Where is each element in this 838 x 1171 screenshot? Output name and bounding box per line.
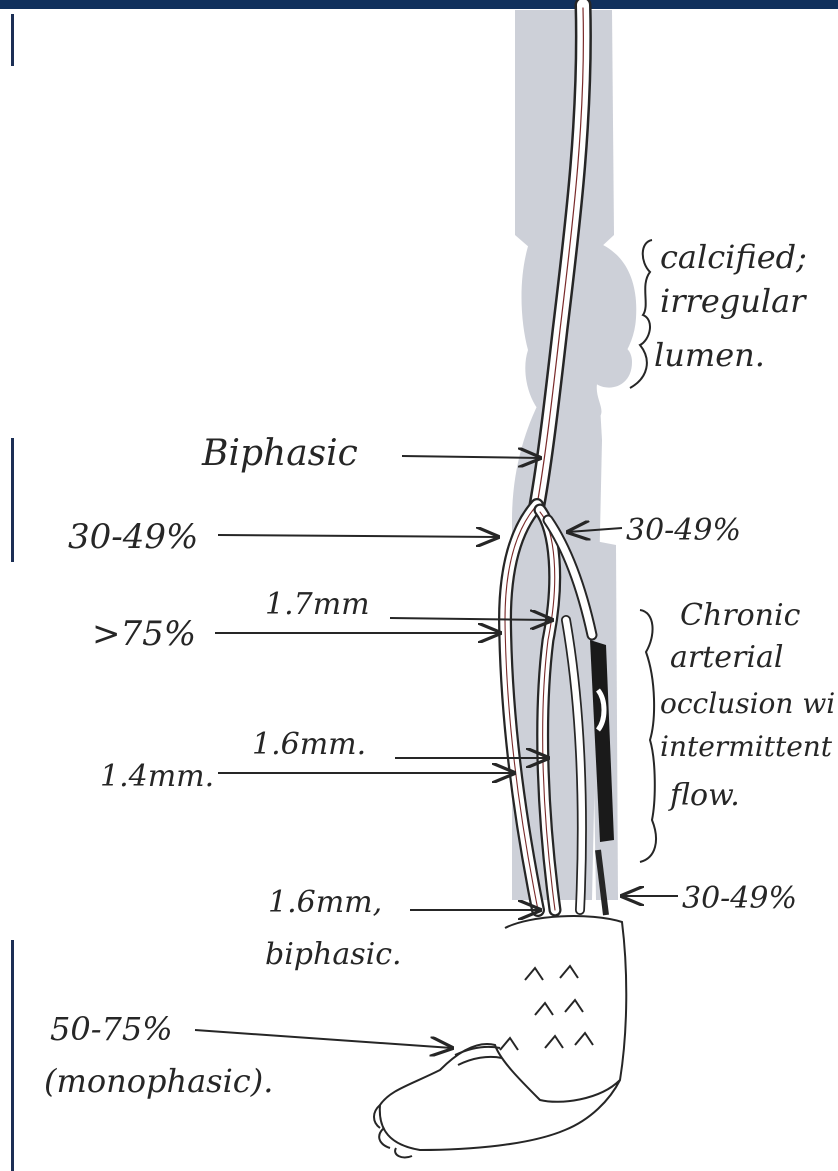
knee-condyle-shading [522, 236, 637, 420]
measurement-1-7mm: 1.7mm [265, 587, 370, 622]
measurement-1-6mm-upper: 1.6mm. [252, 727, 366, 762]
femur-shading [515, 10, 614, 248]
arrow-foot-stenosis [195, 1030, 452, 1048]
biphasic-lower-label: biphasic. [265, 937, 402, 972]
patella-shading [587, 343, 632, 388]
foot-stenosis-label: 50-75% [50, 1010, 173, 1048]
biphasic-label: Biphasic [201, 433, 358, 474]
measurement-1-4mm: 1.4mm. [100, 759, 214, 794]
calcified-label-line2: irregular [660, 282, 807, 320]
annotation-braces [630, 240, 656, 862]
ankle-bandage [380, 916, 626, 1150]
right-stenosis-lower-label: 30-49% [682, 881, 797, 916]
calcified-label-line3: lumen. [654, 336, 765, 374]
left-stenosis-label: 30-49% [68, 517, 198, 557]
chronic-label-line3: occlusion wi [660, 687, 835, 720]
arrow-biphasic [402, 456, 540, 458]
chronic-label-line4: intermittent [660, 730, 833, 763]
calcified-label-line1: calcified; [660, 238, 807, 276]
chronic-label-line1: Chronic [680, 598, 801, 633]
right-stenosis-label: 30-49% [626, 513, 741, 548]
arrow-left-stenosis [218, 535, 498, 537]
measurement-1-6mm-lower: 1.6mm, [268, 885, 382, 920]
chronic-label-line2: arterial [670, 640, 783, 675]
monophasic-label: (monophasic). [44, 1062, 273, 1100]
brace-chronic [640, 610, 656, 862]
chronic-label-line5: flow. [668, 778, 740, 813]
gt75-label: >75% [92, 614, 196, 654]
